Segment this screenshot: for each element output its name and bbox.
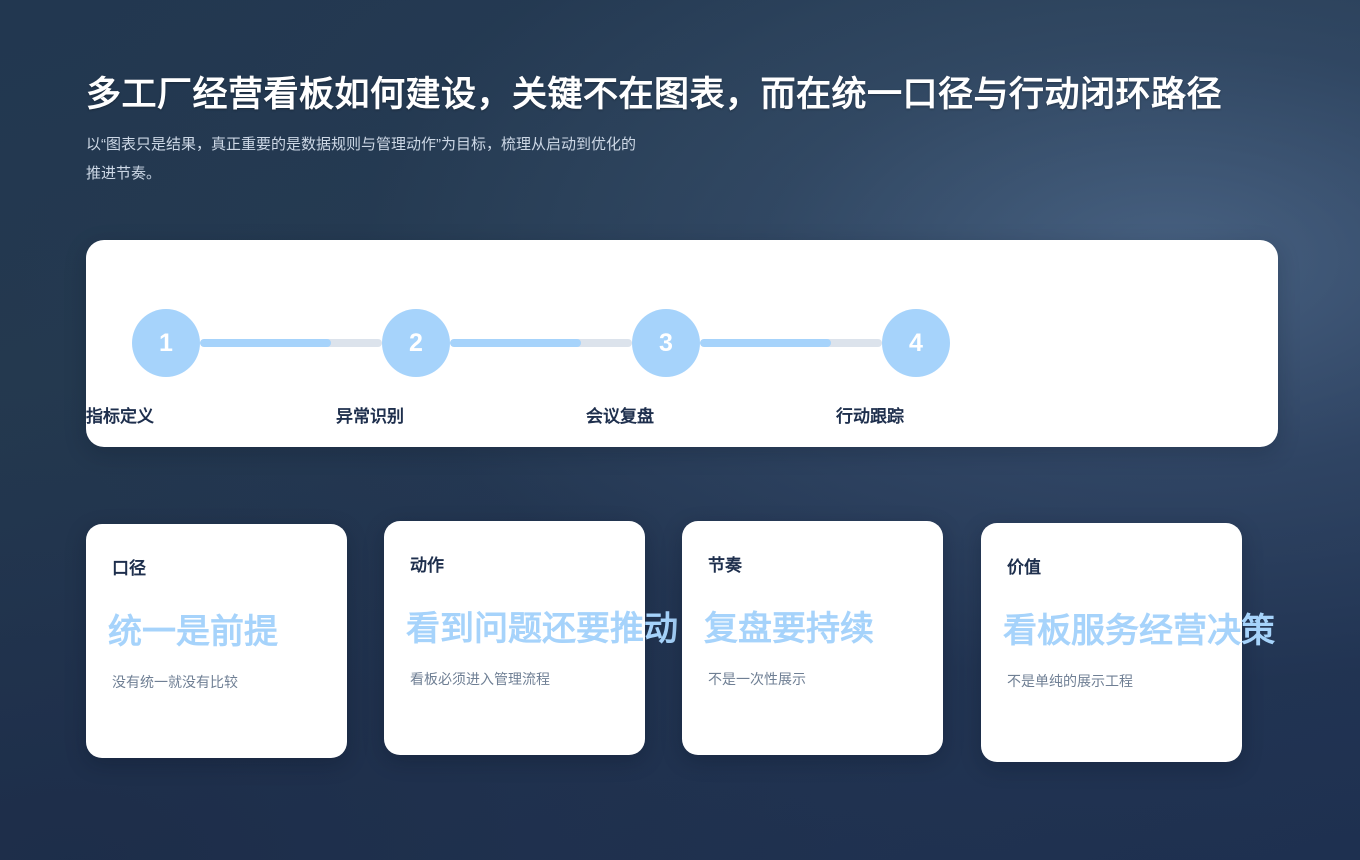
connector-1-2-fill xyxy=(200,339,331,347)
insight-card-2-headline: 看到问题还要推动 xyxy=(406,610,678,648)
timeline-panel: 1 2 3 4 指标定义 异常识别 会议复盘 行动跟踪 xyxy=(86,240,1278,447)
insight-card-4-headline: 看板服务经营决策 xyxy=(1003,612,1275,650)
step-number-badge-4: 4 xyxy=(882,309,950,377)
insight-card-2-caption: 看板必须进入管理流程 xyxy=(410,671,550,687)
connector-3-4-fill xyxy=(700,339,831,347)
insight-card-3-caption: 不是一次性展示 xyxy=(708,671,806,687)
step-label-1: 指标定义 xyxy=(86,407,154,426)
connector-2-3 xyxy=(450,339,632,347)
insight-card-4[interactable]: 价值 看板服务经营决策 不是单纯的展示工程 xyxy=(981,523,1275,762)
insight-card-3-headline: 复盘要持续 xyxy=(704,610,874,648)
insight-card-1-label: 口径 xyxy=(112,559,146,578)
step-label-3: 会议复盘 xyxy=(586,407,654,426)
insight-card-3[interactable]: 节奏 复盘要持续 不是一次性展示 xyxy=(682,521,943,755)
insight-card-4-label: 价值 xyxy=(1007,558,1041,577)
step-label-2: 异常识别 xyxy=(336,407,404,426)
insight-card-2[interactable]: 动作 看到问题还要推动 看板必须进入管理流程 xyxy=(384,521,678,755)
insight-card-3-label: 节奏 xyxy=(708,556,742,575)
timeline-steps-row: 1 2 3 4 xyxy=(132,309,1232,377)
timeline-step-2[interactable]: 2 xyxy=(382,309,450,377)
connector-1-2 xyxy=(200,339,382,347)
page-title: 多工厂经营看板如何建设，关键不在图表，而在统一口径与行动闭环路径 xyxy=(86,75,1223,114)
connector-3-4 xyxy=(700,339,882,347)
step-number-badge-3: 3 xyxy=(632,309,700,377)
step-number-badge-2: 2 xyxy=(382,309,450,377)
timeline-step-4[interactable]: 4 xyxy=(882,309,950,377)
step-number-badge-1: 1 xyxy=(132,309,200,377)
timeline-step-1[interactable]: 1 xyxy=(132,309,200,377)
page-subtitle-line-1: 以“图表只是结果，真正重要的是数据规则与管理动作”为目标，梳理从启动到优化的 xyxy=(86,136,636,153)
timeline-inner: 1 2 3 4 指标定义 异常识别 会议复盘 行动跟踪 xyxy=(86,240,1278,447)
insight-card-1-caption: 没有统一就没有比较 xyxy=(112,674,238,690)
page-subtitle-line-2: 推进节奏。 xyxy=(86,165,162,182)
timeline-step-3[interactable]: 3 xyxy=(632,309,700,377)
insight-card-4-caption: 不是单纯的展示工程 xyxy=(1007,673,1133,689)
header: 多工厂经营看板如何建设，关键不在图表，而在统一口径与行动闭环路径 以“图表只是结… xyxy=(86,72,1360,188)
page-subtitle: 以“图表只是结果，真正重要的是数据规则与管理动作”为目标，梳理从启动到优化的 推… xyxy=(86,130,846,188)
insight-card-1-headline: 统一是前提 xyxy=(108,613,278,651)
insight-card-1[interactable]: 口径 统一是前提 没有统一就没有比较 xyxy=(86,524,347,758)
insight-card-2-label: 动作 xyxy=(410,556,444,575)
step-label-4: 行动跟踪 xyxy=(836,407,904,426)
connector-2-3-fill xyxy=(450,339,581,347)
